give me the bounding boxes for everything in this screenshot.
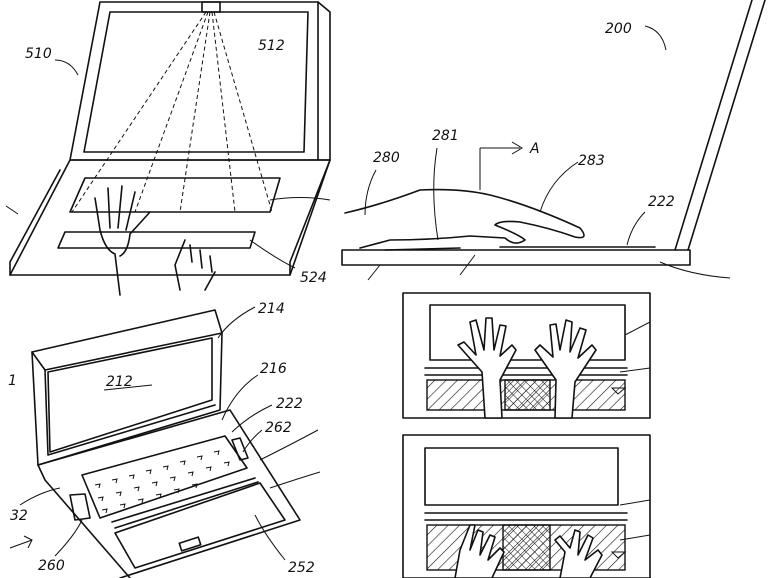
laptop-side-view-figure: A 200 280 281 283 222: [341, 0, 766, 281]
projected-keyboard: [69, 177, 281, 213]
label-212: 212: [106, 374, 133, 390]
label-A: A: [529, 141, 540, 157]
keyboard: [81, 435, 248, 519]
projected-touchpad: [57, 231, 256, 249]
label-280: 280: [373, 150, 400, 166]
label-214: 214: [258, 301, 285, 317]
label-260: 260: [38, 558, 65, 574]
label-222: 222: [648, 194, 675, 210]
label-262: 262: [265, 420, 292, 436]
laptop-perspective-figure: 214 212 216 222 262 1 32 260 252: [8, 301, 321, 578]
label-512: 512: [258, 38, 285, 54]
label-524: 524: [300, 270, 327, 286]
label-1: 1: [8, 373, 17, 389]
label-252: 252: [288, 560, 315, 576]
laptop-projection-figure: 510 512 524: [5, 1, 331, 296]
top-view-figure: [402, 292, 651, 578]
label-510: 510: [25, 46, 52, 62]
label-222: 222: [276, 396, 303, 412]
projector-icon: [201, 1, 221, 13]
label-200: 200: [605, 21, 632, 37]
label-216: 216: [260, 361, 287, 377]
label-283: 283: [578, 153, 605, 169]
label-281: 281: [432, 128, 459, 144]
label-32: 32: [10, 508, 28, 524]
palm-rest: [114, 482, 286, 569]
